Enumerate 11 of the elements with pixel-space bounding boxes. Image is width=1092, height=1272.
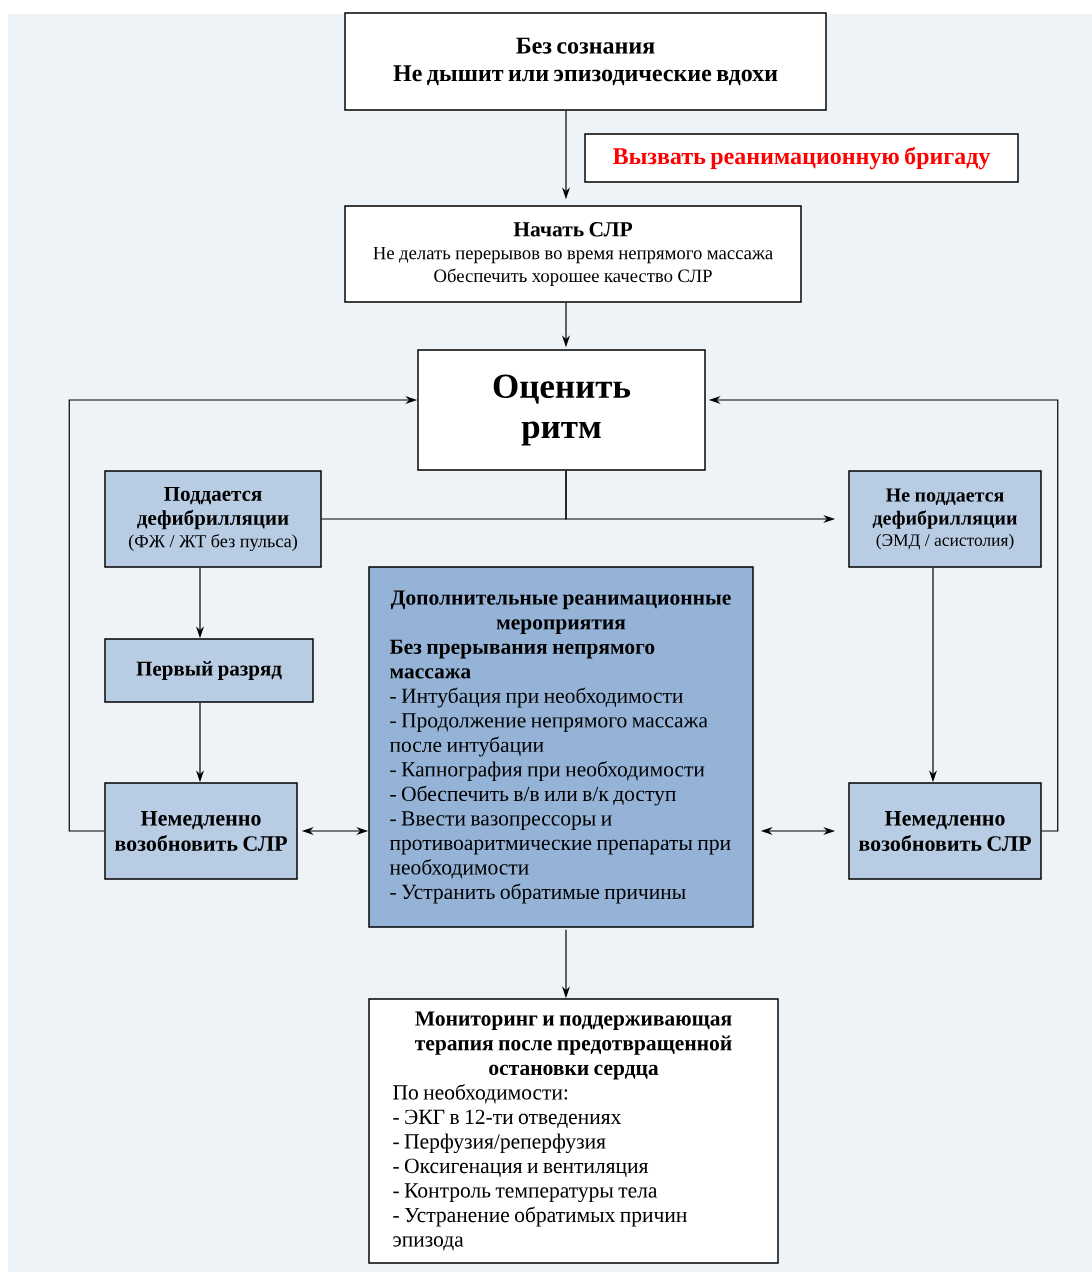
- start-box: Без сознания Не дышит или эпизодические вдохи: [344, 12, 827, 111]
- process-box: Немедленно возобновить СЛР: [848, 782, 1042, 880]
- alert-box: Вызвать реанимационную бригаду: [584, 133, 1019, 183]
- process-box: Первый разряд: [104, 638, 314, 703]
- branch-box: Поддается дефибрилляции (ФЖ / ЖТ без пульса): [104, 470, 322, 568]
- decision-box: Оценить ритм: [417, 349, 706, 471]
- process-box: Начать СЛР Не делать перерывов во время непрямого массажа Обеспечить хорошее качество СЛР: [344, 205, 802, 303]
- branch-box: Не поддается дефибрилляции (ЭМД / асистолия): [848, 470, 1042, 568]
- process-box: Немедленно возобновить СЛР: [104, 782, 298, 880]
- process-box: Дополнительные реанимационные мероприятия Без прерывания непрямого массажа - Интубация при необходимости - Продолжение непрямого массажа после интубации - Капнография при необходимости - Обеспечить в/в или в/к доступ - Ввести вазопрессоры и противоаритмические препараты при необходимости - Устранить обратимые причины: [368, 566, 754, 928]
- result-box: Мониторинг и поддерживающая терапия после предотвращенной остановки сердца По необходимости: - ЭКГ в 12-ти отведениях - Перфузия/реперфузия - Оксигенация и вентиляция - Контроль температуры тела - Устранение обратимых причин эпизода: [368, 998, 779, 1264]
